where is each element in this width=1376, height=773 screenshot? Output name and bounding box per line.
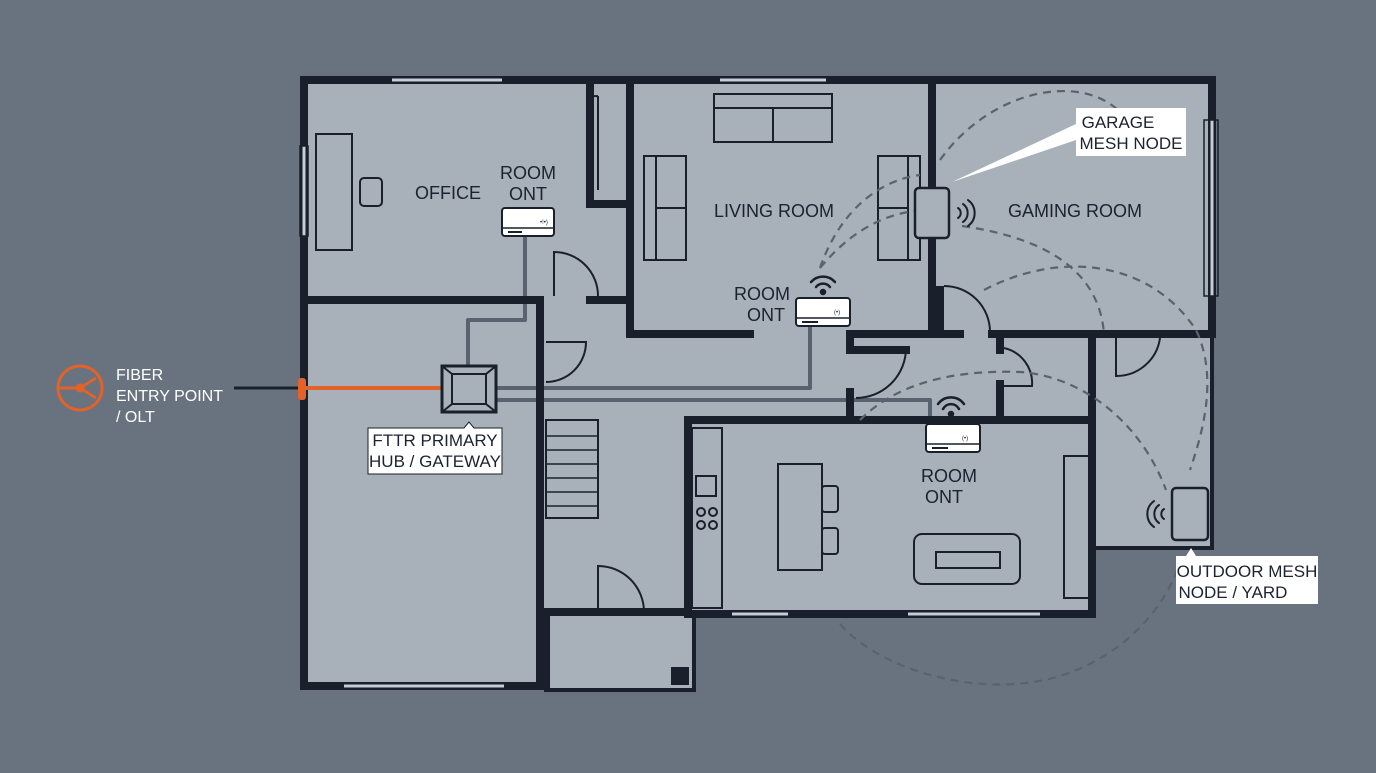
walls — [300, 76, 1216, 692]
office-ont-label-2: ONT — [509, 184, 547, 204]
signal-icon — [957, 199, 976, 227]
cable-hub-to-living-ont — [496, 326, 812, 390]
floor-upper — [304, 80, 1212, 334]
living-ont-device[interactable]: (•) — [795, 297, 851, 327]
floor-middle — [540, 300, 1092, 614]
svg-text:•!•): •!•) — [540, 220, 548, 226]
fiber-entry-label-2: ENTRY POINT — [116, 388, 223, 405]
fiber-entry: FIBER ENTRY POINT / OLT — [56, 364, 444, 426]
fttr-primary-hub[interactable] — [440, 364, 498, 414]
cable-hub-to-office-ont — [466, 236, 527, 368]
entry-post — [671, 667, 689, 685]
wifi-icon — [936, 396, 966, 418]
garage-mesh-label-1: GARAGE — [1082, 113, 1155, 132]
device-labels: ROOM ONT ROOM ONT ROOM ONT — [500, 163, 977, 507]
door-swings — [545, 95, 1161, 613]
outdoor-mesh-callout: OUTDOOR MESH NODE / YARD — [1176, 548, 1318, 604]
floor-garage — [304, 300, 548, 686]
kitchen-counter — [691, 427, 723, 609]
svg-text:(•): (•) — [962, 436, 968, 442]
primary-hub-label-1: FTTR PRIMARY — [372, 431, 497, 450]
room-label-office: OFFICE — [415, 183, 481, 203]
primary-hub-label-2: HUB / GATEWAY — [369, 452, 501, 471]
signal-icon — [1146, 500, 1165, 528]
wifi-icon — [809, 275, 837, 296]
fiber-splitter-icon — [56, 364, 104, 412]
living-ont-label-2: ONT — [747, 305, 785, 325]
kitchen-ont-label-2: ONT — [925, 487, 963, 507]
office-ont-device[interactable]: •!•) — [501, 207, 555, 237]
fiber-entry-label-1: FIBER — [116, 367, 163, 384]
room-label-living-room: LIVING ROOM — [714, 201, 834, 221]
dining-table — [777, 463, 823, 571]
fiber-entry-label-3: / OLT — [116, 409, 155, 426]
windows — [302, 78, 1214, 688]
room-labels: OFFICE LIVING ROOM GAMING ROOM — [415, 183, 1142, 221]
primary-hub-callout: FTTR PRIMARY HUB / GATEWAY — [367, 421, 503, 475]
kitchen-ont-device[interactable]: (•) — [925, 423, 981, 453]
furniture — [315, 93, 1091, 685]
kitchen-cabinet — [1063, 455, 1091, 599]
office-chair — [359, 177, 383, 207]
outdoor-mesh-node[interactable] — [1170, 486, 1210, 542]
living-ont-label-1: ROOM — [734, 284, 790, 304]
kitchen-ont-label-1: ROOM — [921, 466, 977, 486]
garage-mesh-node[interactable] — [913, 186, 951, 240]
floor-areas — [304, 80, 1214, 690]
garage-mesh-callout: GARAGE MESH NODE — [952, 108, 1186, 182]
floor-entry — [546, 612, 694, 690]
svg-text:(•): (•) — [834, 310, 840, 316]
garage-mesh-label-2: MESH NODE — [1080, 134, 1183, 153]
kitchen-island — [913, 533, 1021, 585]
office-ont-label-1: ROOM — [500, 163, 556, 183]
outdoor-mesh-label-2: NODE / YARD — [1179, 583, 1288, 602]
outdoor-mesh-label-1: OUTDOOR MESH — [1177, 562, 1318, 581]
office-desk — [315, 133, 353, 251]
staircase — [545, 419, 599, 519]
room-label-gaming-room: GAMING ROOM — [1008, 201, 1142, 221]
window-frames — [299, 119, 1219, 297]
